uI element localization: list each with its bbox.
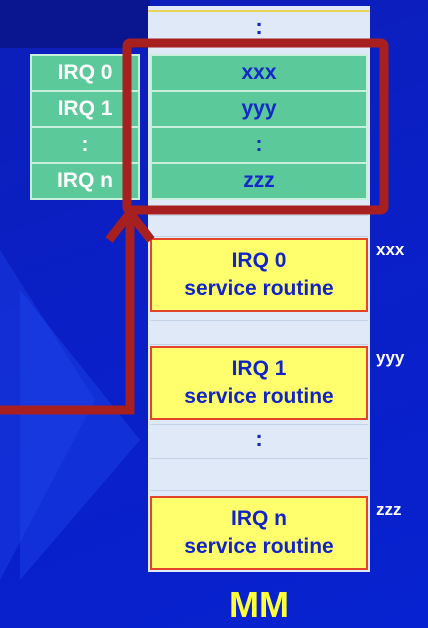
pointer-arrow-head	[105, 205, 155, 243]
routine-title: IRQ 1	[231, 357, 287, 380]
ivt-label-irq-1: IRQ 1	[30, 90, 140, 128]
irq-0-service-routine: IRQ 0 service routine	[150, 238, 368, 312]
ivt-label-irq-n: IRQ n	[30, 162, 140, 200]
main-memory-label: MM	[229, 584, 289, 625]
routine-subtitle: service routine	[184, 535, 334, 558]
routine-subtitle: service routine	[184, 385, 334, 408]
ivt-vector-ellipsis: :	[150, 126, 368, 164]
memory-row-divider	[150, 320, 368, 321]
top-left-band	[0, 0, 150, 48]
irq-1-service-routine: IRQ 1 service routine	[150, 346, 368, 420]
memory-middle-ellipsis: :	[255, 426, 263, 451]
routine-title: IRQ n	[231, 507, 287, 530]
address-yyy: yyy	[376, 348, 405, 367]
memory-row-divider	[150, 236, 368, 237]
memory-row-divider	[150, 344, 368, 345]
address-xxx: xxx	[376, 240, 405, 259]
memory-top-line	[148, 10, 370, 12]
memory-row-divider	[150, 458, 368, 459]
memory-row-divider	[150, 490, 368, 491]
ivt-vector-zzz: zzz	[150, 162, 368, 200]
routine-subtitle: service routine	[184, 277, 334, 300]
memory-row-divider	[150, 215, 368, 216]
irq-n-service-routine: IRQ n service routine	[150, 496, 368, 570]
background-chevrons	[0, 250, 140, 580]
routine-title: IRQ 0	[231, 249, 287, 272]
memory-top-ellipsis: :	[255, 14, 263, 39]
memory-row-divider	[150, 424, 368, 425]
address-zzz: zzz	[376, 500, 402, 519]
pointer-arrow-line	[0, 218, 135, 415]
ivt-highlight-box	[122, 38, 389, 215]
ivt-vector-xxx: xxx	[150, 54, 368, 92]
